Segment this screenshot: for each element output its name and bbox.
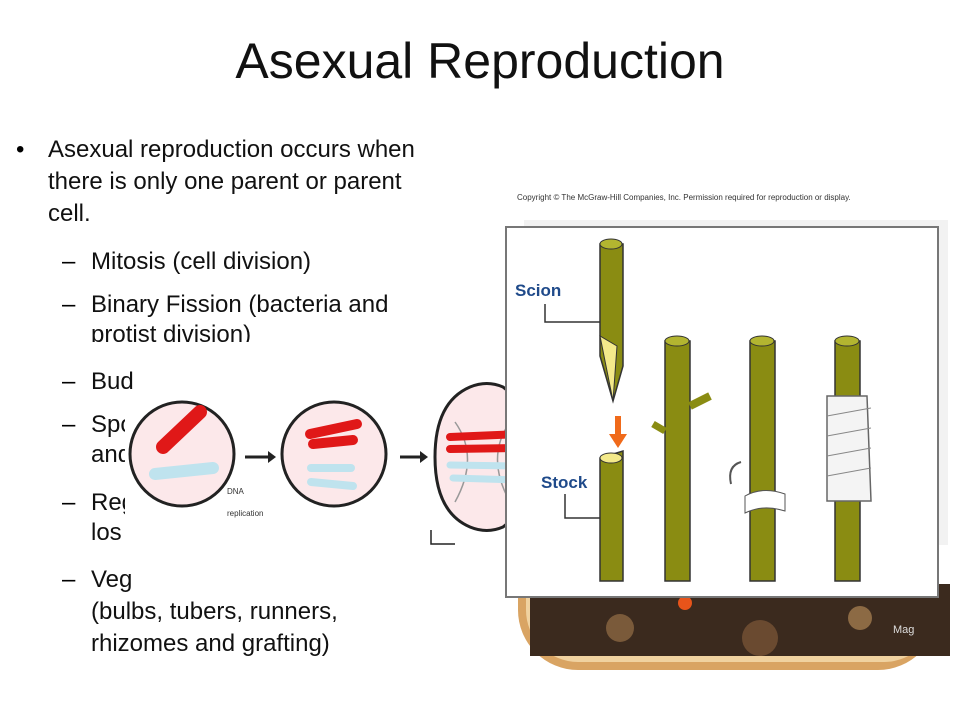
slide-title: Asexual Reproduction — [235, 33, 725, 89]
grafting-label-scion: Scion — [515, 281, 561, 300]
sub-item-regeneration-line2: los — [91, 519, 122, 546]
grafting-figure: Scion Stock — [505, 226, 939, 598]
mitosis-figure: DNA replication — [125, 362, 527, 552]
sub-item-binary-fission: Binary Fission (bacteria and protist div… — [91, 291, 389, 342]
sub-item-vegetative-line2: (bulbs, tubers, runners, — [91, 598, 338, 625]
dash-marker: – — [62, 291, 76, 318]
dash-marker: – — [62, 411, 76, 438]
sub-item-spore-line2: and — [91, 441, 132, 468]
photo-watermark: Mag — [893, 624, 915, 636]
dash-marker: – — [62, 368, 76, 395]
dash-marker: – — [62, 489, 76, 516]
copyright-notice: Copyright © The McGraw-Hill Companies, I… — [517, 193, 851, 202]
mitosis-label-dna: DNA — [227, 487, 245, 496]
sub-item-mitosis: Mitosis (cell division) — [91, 248, 312, 275]
dash-marker: – — [62, 566, 76, 593]
dash-marker: – — [62, 248, 76, 275]
bullet-marker: • — [16, 136, 25, 163]
sub-item-vegetative-line3: rhizomes and grafting) — [91, 630, 330, 657]
sub-item-vegetative: Veg — [91, 566, 133, 593]
grafting-label-stock: Stock — [541, 473, 588, 492]
mitosis-label-replication: replication — [227, 509, 263, 518]
bullet-main-text: Asexual reproduction occurs when there i… — [48, 136, 415, 227]
